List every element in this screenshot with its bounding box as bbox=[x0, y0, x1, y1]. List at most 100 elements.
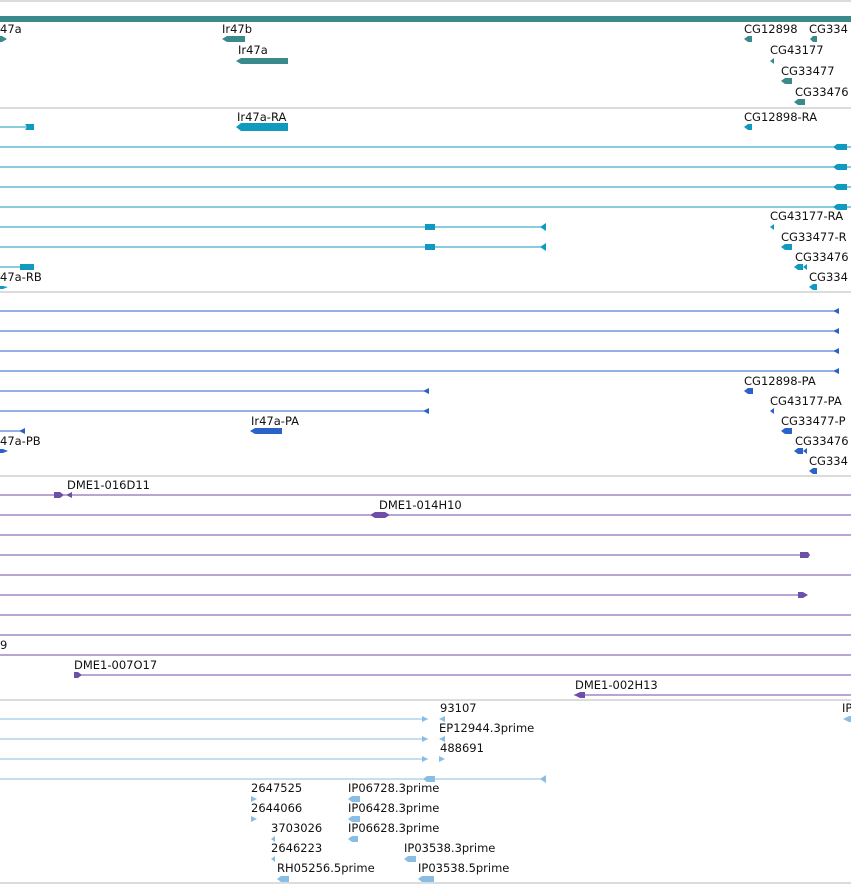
gene-cg334-glyph[interactable] bbox=[810, 36, 817, 42]
transcript-line-4-arrow[interactable] bbox=[833, 204, 847, 210]
est-label-ip06628: IP06628.3prime bbox=[348, 821, 439, 835]
est-2646223-glyph[interactable] bbox=[271, 856, 275, 862]
cds-track: CG12898-PA CG43177-PA Ir47a-PA CG33477-P… bbox=[0, 308, 849, 474]
transcript-cg33477-r-glyph[interactable] bbox=[781, 244, 792, 250]
est-ip03538-5-glyph[interactable] bbox=[418, 876, 434, 882]
cds-line-2-arrow[interactable] bbox=[833, 328, 839, 334]
gene-label-cg334: CG334 bbox=[809, 22, 848, 36]
est-2647525-glyph[interactable] bbox=[251, 796, 257, 802]
gene-cg33476-glyph[interactable] bbox=[794, 99, 805, 105]
transcript-label-ir47a-ra: Ir47a-RA bbox=[237, 110, 286, 124]
est-label-rh05256: RH05256.5prime bbox=[277, 861, 375, 875]
est-ip03538-3-glyph[interactable] bbox=[404, 856, 416, 862]
gene-ir47a-arrow[interactable] bbox=[0, 36, 7, 42]
gene-track: 47a Ir47b Ir47a CG12898 CG334 CG43177 CG… bbox=[0, 16, 851, 105]
cds-label-ir47a-pa: Ir47a-PA bbox=[251, 414, 299, 428]
est-ip06428-glyph[interactable] bbox=[348, 816, 360, 822]
cds-line-6-arrow[interactable] bbox=[423, 408, 429, 414]
est-line-1-arrow[interactable] bbox=[422, 716, 428, 722]
est-label-ip-truncated: IP bbox=[842, 701, 851, 715]
cds-line-3-arrow[interactable] bbox=[833, 348, 839, 354]
transcript-line-2-arrow[interactable] bbox=[833, 164, 847, 170]
est-rh05256-glyph[interactable] bbox=[277, 876, 289, 882]
est-line-2-arrow[interactable] bbox=[422, 736, 428, 742]
est-93107-glyph[interactable] bbox=[439, 716, 445, 722]
gene-cg43177-glyph[interactable] bbox=[770, 58, 774, 64]
est-ip06628-glyph[interactable] bbox=[348, 836, 358, 842]
est-label-2647525: 2647525 bbox=[251, 781, 302, 795]
gene-span-bar[interactable] bbox=[0, 16, 851, 22]
est-label-488691: 488691 bbox=[440, 741, 484, 755]
transcript-line-1-arrow[interactable] bbox=[833, 144, 847, 150]
cds-line-1-arrow[interactable] bbox=[833, 308, 839, 314]
est-label-ip03538-5prime: IP03538.5prime bbox=[418, 861, 509, 875]
clone-label-dme1-016d11: DME1-016D11 bbox=[67, 478, 150, 492]
cds-47a-pb-arrow[interactable] bbox=[0, 449, 8, 453]
cds-label-cg43177-pa: CG43177-PA bbox=[770, 394, 842, 408]
cds-cg12898-pa-glyph[interactable] bbox=[744, 388, 753, 394]
est-ep12944-glyph[interactable] bbox=[439, 736, 445, 742]
clone-label-dme1-002h13: DME1-002H13 bbox=[575, 678, 658, 692]
transcript-cg334-glyph[interactable] bbox=[809, 284, 817, 290]
transcript-label-cg33476: CG33476 bbox=[795, 250, 849, 264]
cds-line-5-arrow[interactable] bbox=[423, 388, 429, 394]
cds-cg43177-pa-glyph[interactable] bbox=[770, 408, 774, 414]
transcript-label-47a-rb: 47a-RB bbox=[0, 270, 42, 284]
est-line-4-exon[interactable] bbox=[423, 776, 435, 782]
transcript-cg43177-ra-glyph[interactable] bbox=[770, 224, 774, 230]
est-ip-truncated-glyph[interactable] bbox=[843, 716, 851, 722]
est-label-93107: 93107 bbox=[440, 701, 477, 715]
transcript-cg33476-glyph-2[interactable] bbox=[803, 264, 807, 270]
gene-ir47a-glyph[interactable] bbox=[236, 58, 288, 64]
transcript-47a-rb-arrow[interactable] bbox=[0, 286, 8, 289]
clone-dme1-002h13-arrow[interactable] bbox=[574, 692, 585, 698]
gene-label-ir47a-truncated: 47a bbox=[0, 22, 22, 36]
transcript-cg33476-glyph[interactable] bbox=[794, 264, 803, 270]
gene-label-ir47a: Ir47a bbox=[238, 43, 268, 57]
gene-cg33477-glyph[interactable] bbox=[781, 78, 792, 84]
gene-label-cg43177: CG43177 bbox=[770, 43, 824, 57]
transcript-label-cg334: CG334 bbox=[809, 270, 848, 284]
clone-label-9: 9 bbox=[0, 638, 7, 652]
est-line-3-arrow[interactable] bbox=[422, 756, 428, 762]
cds-ir47a-pa-glyph[interactable] bbox=[250, 428, 282, 434]
cds-pb-arrow[interactable] bbox=[19, 428, 25, 434]
gene-ir47b-glyph[interactable] bbox=[222, 36, 245, 42]
clone-track: DME1-016D11 DME1-014H10 9 DME1-007O17 DM… bbox=[0, 478, 851, 698]
transcript-cg12898-ra-glyph[interactable] bbox=[744, 124, 752, 130]
clone-label-dme1-007o17: DME1-007O17 bbox=[74, 658, 157, 672]
cds-cg33476-glyph[interactable] bbox=[794, 448, 803, 454]
est-3703026-glyph[interactable] bbox=[271, 836, 275, 842]
transcript-track: Ir47a-RA CG12898-RA CG43177-RA CG33477-R… bbox=[0, 110, 851, 290]
transcript-rb2-exon[interactable] bbox=[20, 264, 34, 270]
transcript-rb-arrow[interactable] bbox=[25, 124, 34, 130]
transcript-line-5-exon[interactable] bbox=[425, 224, 435, 230]
cds-cg33477-p-glyph[interactable] bbox=[781, 428, 792, 434]
transcript-line-6-exon[interactable] bbox=[425, 244, 435, 250]
transcript-line-3-arrow[interactable] bbox=[833, 184, 847, 190]
est-488691-glyph[interactable] bbox=[439, 756, 445, 762]
est-ip06728-glyph[interactable] bbox=[348, 796, 360, 802]
clone-line-4-arrow[interactable] bbox=[800, 552, 810, 558]
cds-line-4-arrow[interactable] bbox=[833, 368, 839, 374]
gene-cg12898-glyph[interactable] bbox=[744, 36, 752, 42]
est-2644066-glyph[interactable] bbox=[251, 816, 257, 822]
est-label-2646223: 2646223 bbox=[271, 841, 322, 855]
cds-cg334-glyph[interactable] bbox=[809, 468, 817, 474]
clone-line-6-arrow[interactable] bbox=[798, 592, 808, 598]
gene-label-cg12898: CG12898 bbox=[744, 22, 798, 36]
transcript-ir47a-ra-glyph[interactable] bbox=[236, 123, 288, 131]
clone-dme1-016d11-left-arrow[interactable] bbox=[66, 492, 72, 498]
transcript-label-cg33477-r: CG33477-R bbox=[781, 230, 847, 244]
cds-cg33476-glyph-2[interactable] bbox=[803, 448, 807, 454]
transcript-line-5-arrow[interactable] bbox=[540, 223, 546, 231]
clone-dme1-016d11-right-arrow[interactable] bbox=[54, 492, 64, 498]
clone-dme1-014h10-glyph[interactable] bbox=[370, 512, 390, 518]
est-line-4-arrow[interactable] bbox=[540, 775, 546, 783]
transcript-line-6-arrow[interactable] bbox=[540, 243, 546, 251]
clone-dme1-007o17-arrow[interactable] bbox=[74, 672, 82, 678]
gene-label-cg33476: CG33476 bbox=[795, 85, 849, 99]
gene-label-cg33477: CG33477 bbox=[781, 64, 835, 78]
